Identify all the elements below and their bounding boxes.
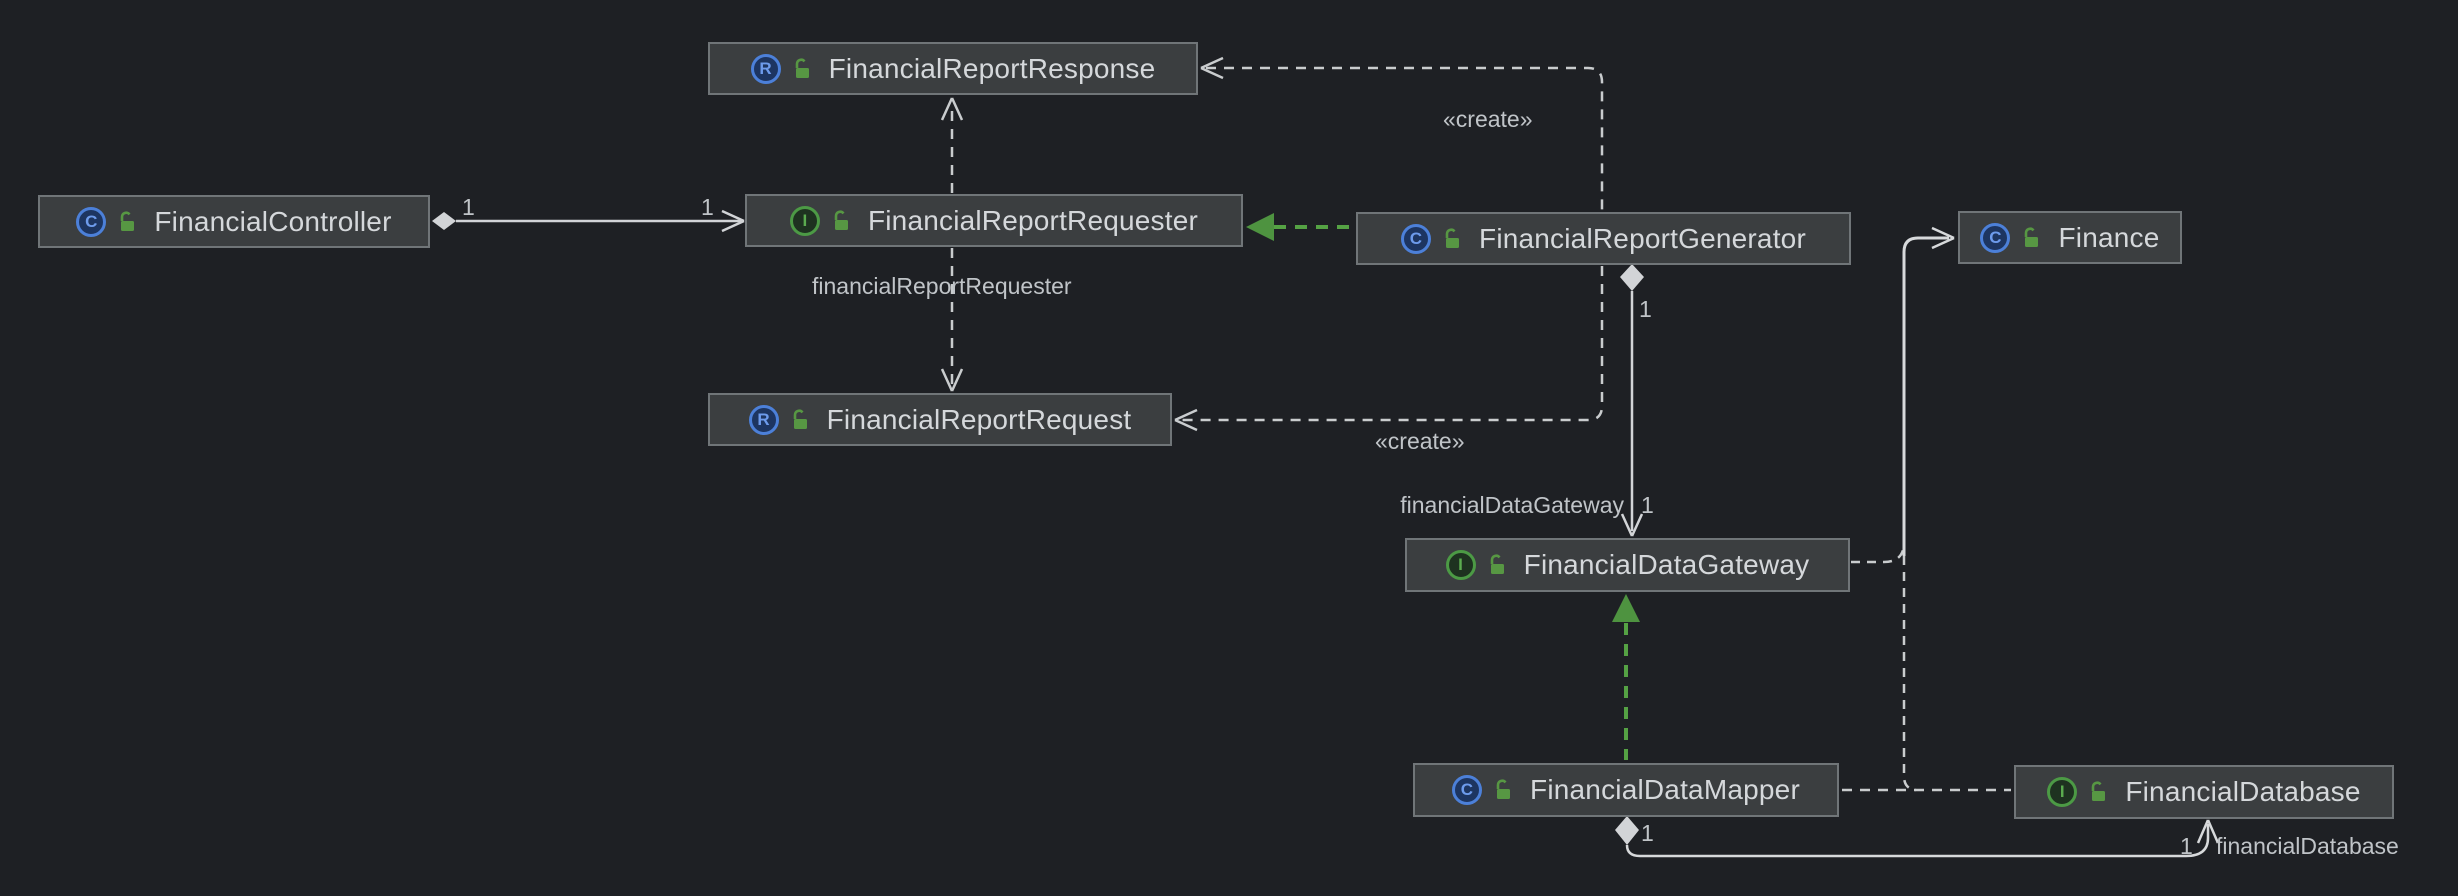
node-label: FinancialReportResponse (828, 52, 1156, 84)
edge-generator-creates-request[interactable] (1174, 266, 1604, 432)
public-lock-icon (2025, 227, 2039, 247)
role-label-financial-database: financialDatabase (2216, 833, 2399, 859)
class-icon: C (1401, 223, 1432, 254)
edge-controller-requester-association[interactable] (432, 209, 745, 233)
edge-mapper-database-composition[interactable] (1615, 816, 2220, 858)
open-arrowhead (1931, 226, 1955, 250)
interface-icon: I (1445, 550, 1476, 580)
open-arrowhead (2196, 819, 2220, 844)
node-financial-report-request[interactable]: R FinancialReportRequest (708, 393, 1172, 446)
open-arrowhead (1200, 56, 1224, 80)
edge-generator-implements-requester[interactable] (1246, 213, 1356, 241)
multiplicity-label: 1 (1641, 820, 1654, 846)
role-label-financial-report-requester: financialReportRequester (812, 273, 1072, 299)
composition-diamond (1620, 264, 1644, 291)
node-label: Finance (2058, 221, 2160, 253)
down-stub (1902, 556, 1917, 792)
node-financial-controller[interactable]: C FinancialController (38, 195, 430, 248)
composition-diamond (1615, 816, 1639, 845)
node-financial-report-requester[interactable]: I FinancialReportRequester (745, 194, 1243, 247)
interface-icon: I (789, 205, 820, 236)
edge-generator-creates-response[interactable] (1200, 56, 1604, 211)
node-label: FinancialDataGateway (1523, 549, 1810, 580)
multiplicity-label: 1 (2180, 833, 2193, 859)
public-lock-icon (1445, 228, 1460, 248)
record-icon: R (748, 404, 779, 435)
node-label: FinancialController (154, 205, 392, 237)
open-arrowhead (721, 209, 745, 233)
node-label: FinancialReportRequest (826, 403, 1132, 435)
edge-requester-request-dependency[interactable] (940, 248, 964, 392)
record-icon: R (750, 53, 781, 84)
public-lock-icon (795, 58, 809, 78)
multiplicity-label: 1 (701, 194, 714, 220)
class-icon: C (1980, 222, 2011, 253)
node-label: FinancialReportRequester (867, 204, 1199, 236)
multiplicity-label: 1 (462, 194, 475, 220)
node-label: FinancialReportGenerator (1479, 222, 1806, 254)
edge-bundle-to-finance[interactable] (1851, 226, 1955, 792)
implements-triangle (1612, 594, 1640, 622)
node-financial-database[interactable]: I FinancialDatabase (2014, 765, 2394, 819)
node-finance[interactable]: C Finance (1958, 211, 2182, 264)
public-lock-icon (834, 210, 848, 230)
public-lock-icon (1490, 554, 1504, 574)
edge-generator-gateway-composition[interactable] (1620, 264, 1644, 537)
public-lock-icon (2092, 781, 2106, 801)
public-lock-icon (121, 211, 135, 231)
class-icon: C (1452, 775, 1483, 805)
node-label: FinancialDataMapper (1530, 774, 1800, 805)
open-arrowhead (1174, 408, 1198, 432)
multiplicity-label: 1 (1639, 296, 1652, 322)
node-financial-report-generator[interactable]: C FinancialReportGenerator (1356, 212, 1851, 265)
aggregation-diamond (432, 212, 456, 230)
node-financial-data-mapper[interactable]: C FinancialDataMapper (1413, 763, 1839, 817)
open-arrowhead (940, 97, 964, 121)
node-financial-data-gateway[interactable]: I FinancialDataGateway (1405, 538, 1850, 592)
gateway-stub (1851, 543, 1906, 564)
interface-icon: I (2047, 777, 2078, 807)
public-lock-icon (793, 409, 807, 429)
public-lock-icon (1496, 779, 1511, 799)
node-financial-report-response[interactable]: R FinancialReportResponse (708, 42, 1198, 95)
create-stereotype-label: «create» (1443, 106, 1533, 132)
role-label-financial-data-gateway: financialDataGateway (1400, 492, 1624, 518)
create-stereotype-label: «create» (1375, 428, 1465, 454)
multiplicity-label: 1 (1641, 492, 1654, 518)
edge-mapper-implements-gateway[interactable] (1612, 594, 1640, 760)
class-icon: C (76, 206, 107, 237)
open-arrowhead (1620, 513, 1644, 537)
open-arrowhead (940, 368, 964, 392)
implements-triangle (1246, 213, 1274, 241)
node-label: FinancialDatabase (2125, 776, 2361, 807)
